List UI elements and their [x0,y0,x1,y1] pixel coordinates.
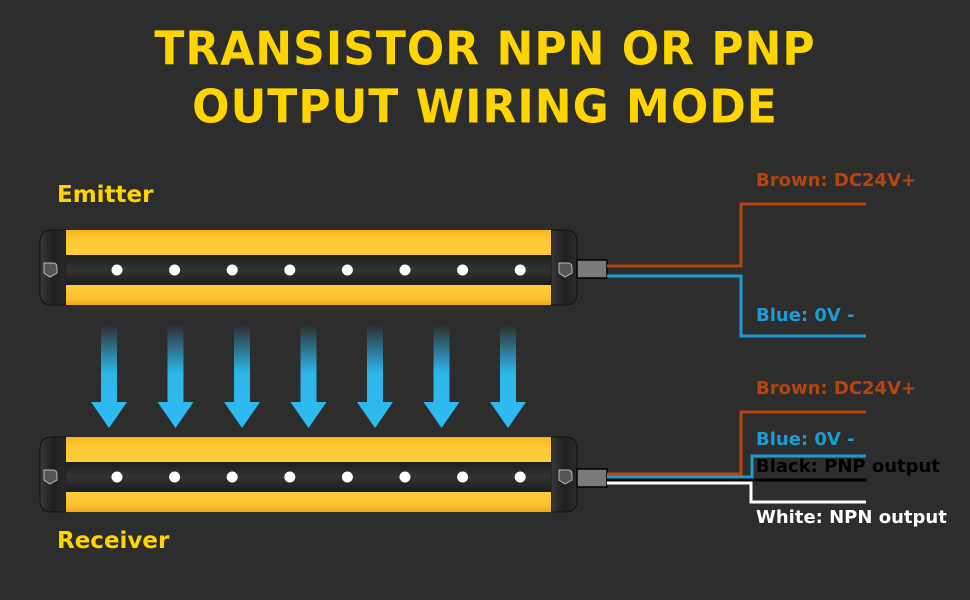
receiver-led-4 [284,471,296,483]
emitter-top-rail [66,230,551,255]
receiver-cable-connector [576,468,608,488]
emitter-led-7 [457,264,469,276]
emitter-led-1 [111,264,123,276]
receiver-led-5 [341,471,353,483]
receiver-black-label: Black: PNP output [756,456,940,477]
emitter-led-6 [399,264,411,276]
receiver-led-3 [226,471,238,483]
beam-arrow-down-icon [157,327,194,428]
receiver-top-rail [66,437,551,462]
beam-arrow-down-icon [91,327,127,428]
receiver-bottom-rail [66,492,551,512]
receiver-blue-label: Blue: 0V - [756,429,855,450]
emitter-device [39,229,608,306]
title-line-2: OUTPUT WIRING MODE [192,80,778,135]
light-beam-arrows [91,327,526,428]
title-line-1: TRANSISTOR NPN OR PNP [154,22,816,77]
emitter-led-8 [514,264,526,276]
receiver-wire-blue [607,454,866,479]
emitter-left-screw-icon [43,262,58,278]
emitter-wire-brown [607,202,866,268]
receiver-led-1 [111,471,123,483]
receiver-led-6 [399,471,411,483]
beam-arrow-down-icon [290,327,327,428]
receiver-left-screw-icon [43,469,58,485]
beam-arrow-down-icon [423,327,460,428]
emitter-cable-connector [576,259,608,279]
emitter-wire-blue [607,274,866,338]
receiver-led-2 [169,471,181,483]
emitter-bottom-rail [66,285,551,305]
emitter-right-screw-icon [558,262,573,278]
emitter-blue-label: Blue: 0V - [756,305,855,326]
emitter-led-2 [169,264,181,276]
receiver-led-strip [66,462,551,492]
receiver-right-screw-icon [558,469,573,485]
beam-arrow-down-icon [357,327,393,428]
receiver-brown-label: Brown: DC24V+ [756,378,917,399]
emitter-brown-label: Brown: DC24V+ [756,170,917,191]
receiver-label: Receiver [57,528,170,554]
beam-arrow-down-icon [490,327,526,428]
emitter-led-3 [226,264,238,276]
receiver-wire-brown [607,410,866,476]
receiver-white-label: White: NPN output [756,507,947,528]
receiver-led-8 [514,471,526,483]
emitter-led-5 [341,264,353,276]
receiver-wire-white [607,481,866,504]
receiver-black-label-main: Black: PNP [756,456,866,477]
emitter-led-4 [284,264,296,276]
emitter-label: Emitter [57,182,154,208]
receiver-led-7 [457,471,469,483]
emitter-led-strip [66,255,551,285]
receiver-device [39,436,608,513]
beam-arrow-down-icon [224,327,260,428]
receiver-black-label-suffix: output [865,456,940,477]
